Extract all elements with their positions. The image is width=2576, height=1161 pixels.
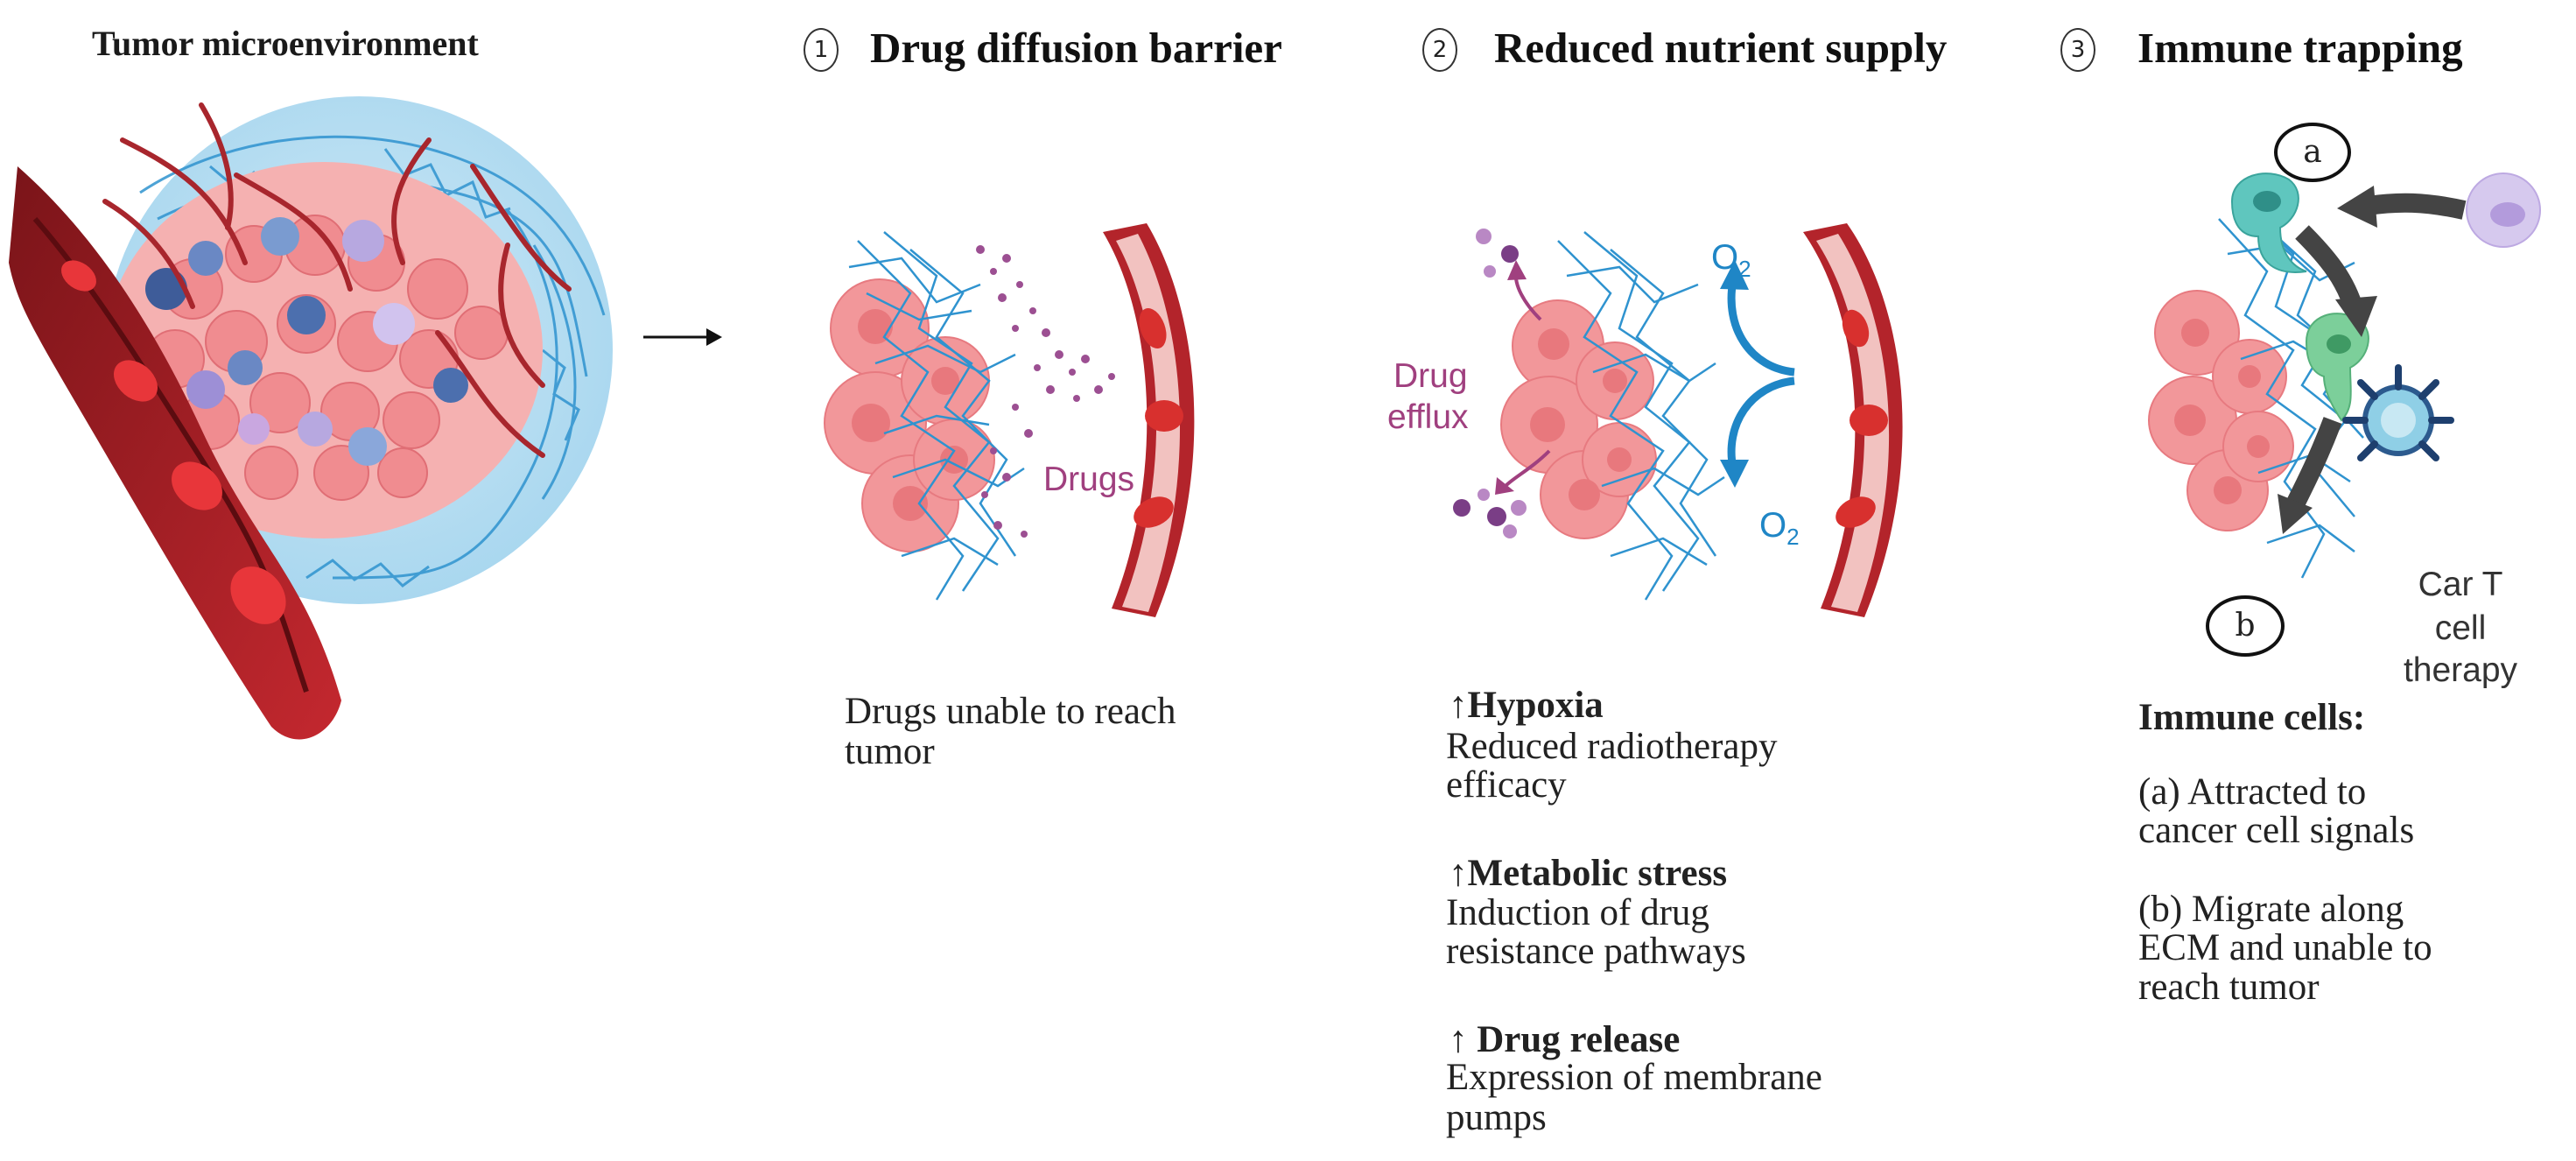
panel-1-illustration xyxy=(824,223,1195,617)
drug-release-heading: ↑ Drug release xyxy=(1449,1019,1681,1060)
drug-release-line-2: pumps xyxy=(1446,1097,1547,1138)
tumor-microenvironment-illustration xyxy=(9,96,613,740)
panel-1-title: Drug diffusion barrier xyxy=(870,24,1282,72)
panel-1-caption-line-2: tumor xyxy=(845,731,935,772)
drug-release-line-1: Expression of membrane xyxy=(1446,1057,1822,1098)
panel-3-number-badge: 3 xyxy=(2060,28,2095,72)
panel-1-number-badge: 1 xyxy=(804,28,839,72)
panel-2-illustration xyxy=(1453,223,1903,617)
hypoxia-line-1: Reduced radiotherapy xyxy=(1446,726,1778,767)
tme-title: Tumor microenvironment xyxy=(92,24,479,63)
immune-cells-heading: Immune cells: xyxy=(2138,697,2366,738)
immune-a-line-2: cancer cell signals xyxy=(2138,810,2415,851)
main-arrow xyxy=(643,328,722,346)
hypoxia-line-2: efficacy xyxy=(1446,764,1567,806)
immune-b-line-2: ECM and unable to xyxy=(2138,927,2432,968)
badge-a: a xyxy=(2274,123,2351,182)
cart-label-line-2: cell xyxy=(2434,609,2487,647)
panel-3-illustration xyxy=(2148,172,2541,579)
drug-efflux-label-line-1: Drug xyxy=(1393,357,1468,395)
hypoxia-heading: ↑Hypoxia xyxy=(1449,685,1604,726)
panel-1-caption-line-1: Drugs unable to reach xyxy=(845,691,1176,732)
drug-efflux-label-line-2: efflux xyxy=(1387,398,1469,436)
immune-a-line-1: (a) Attracted to xyxy=(2138,771,2367,813)
cart-label-line-1: Car T xyxy=(2418,566,2503,603)
immune-b-line-3: reach tumor xyxy=(2138,967,2320,1008)
badge-b: b xyxy=(2206,595,2285,657)
panel-2-number-badge: 2 xyxy=(1422,28,1457,72)
panel-2-title: Reduced nutrient supply xyxy=(1494,24,1948,72)
o2-top-label: O2 xyxy=(1711,238,1751,282)
metabolic-stress-line-2: resistance pathways xyxy=(1446,931,1746,972)
panel-3-title: Immune trapping xyxy=(2137,24,2463,72)
metabolic-stress-heading: ↑Metabolic stress xyxy=(1449,853,1728,894)
o2-bottom-label: O2 xyxy=(1759,506,1800,550)
immune-b-line-1: (b) Migrate along xyxy=(2138,889,2404,930)
cart-label-line-3: therapy xyxy=(2403,651,2518,689)
drugs-label: Drugs xyxy=(1043,461,1135,498)
metabolic-stress-line-1: Induction of drug xyxy=(1446,892,1709,933)
